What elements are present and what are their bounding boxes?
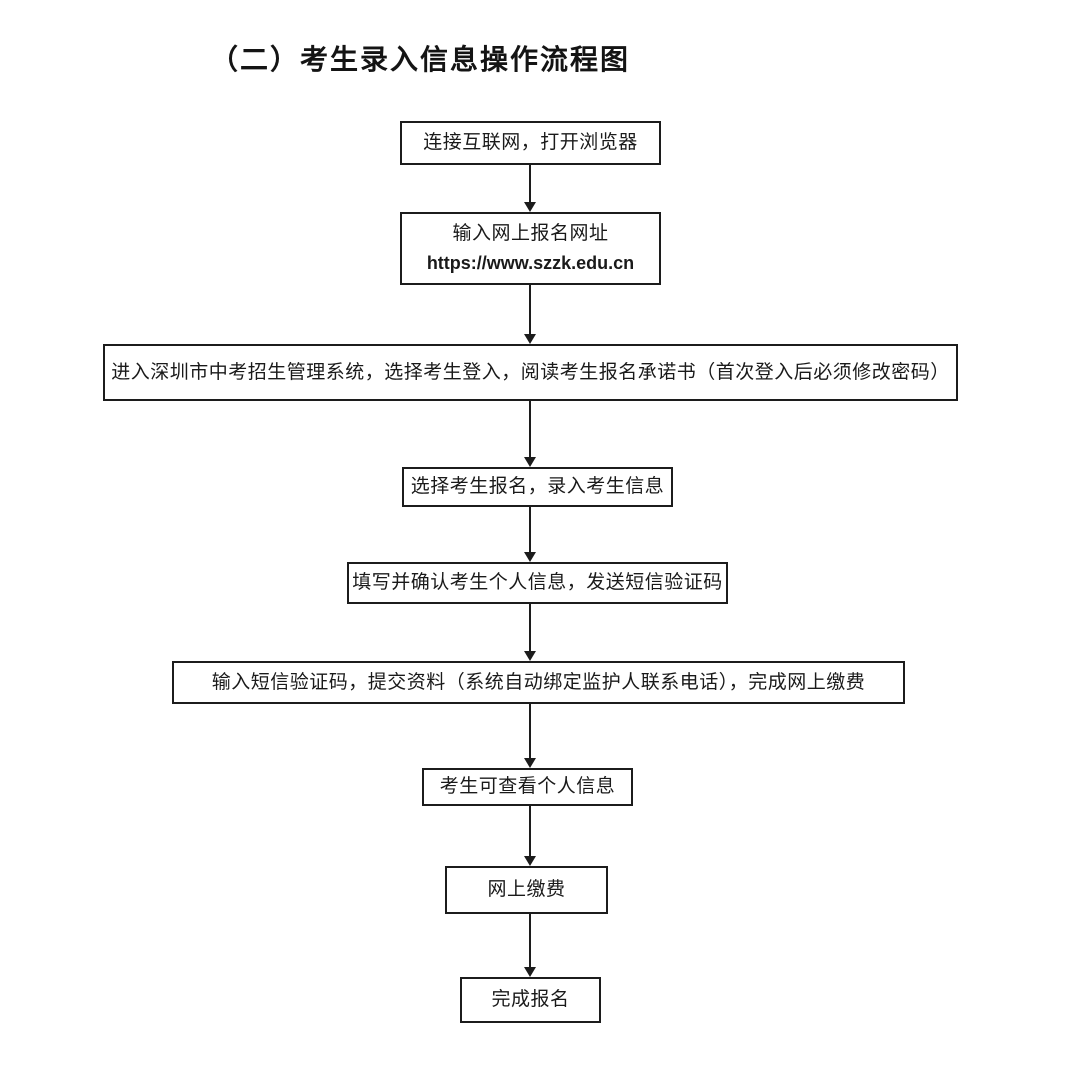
flow-node-confirm-info: 填写并确认考生个人信息，发送短信验证码 [347, 562, 728, 604]
flow-node-label: 连接互联网，打开浏览器 [423, 132, 638, 154]
flow-node-view-info: 考生可查看个人信息 [422, 768, 633, 806]
flow-node-label: 完成报名 [491, 989, 570, 1011]
connector-n3-n4 [524, 401, 536, 467]
flow-node-label: 网上缴费 [487, 879, 566, 901]
connector-n1-n2 [524, 165, 536, 212]
flow-node-online-payment: 网上缴费 [445, 866, 608, 914]
flow-node-enter-url: 输入网上报名网址 https://www.szzk.edu.cn [400, 212, 661, 285]
connector-n6-n7 [524, 704, 536, 768]
flow-node-label: 输入短信验证码，提交资料（系统自动绑定监护人联系电话），完成网上缴费 [211, 671, 866, 693]
flow-node-label: 填写并确认考生个人信息，发送短信验证码 [352, 572, 723, 594]
page-title-text: （二）考生录入信息操作流程图 [209, 45, 630, 76]
flow-node-url: https://www.szzk.edu.cn [426, 253, 635, 274]
page-title: （二）考生录入信息操作流程图 [0, 38, 1080, 78]
flow-node-select-registration: 选择考生报名，录入考生信息 [402, 467, 673, 507]
connector-n7-n8 [524, 806, 536, 866]
flow-node-submit-payment: 输入短信验证码，提交资料（系统自动绑定监护人联系电话），完成网上缴费 [172, 661, 905, 704]
flow-node-enter-system: 进入深圳市中考招生管理系统，选择考生登入，阅读考生报名承诺书（首次登入后必须修改… [103, 344, 958, 401]
flow-node-label: 选择考生报名，录入考生信息 [410, 476, 665, 498]
connector-n4-n5 [524, 507, 536, 562]
flow-node-label: 考生可查看个人信息 [439, 776, 616, 798]
flow-node-finish-registration: 完成报名 [460, 977, 601, 1023]
flow-node-connect-internet: 连接互联网，打开浏览器 [400, 121, 661, 165]
flow-node-label: 输入网上报名网址 [452, 223, 609, 245]
connector-n2-n3 [524, 285, 536, 344]
flow-node-label: 进入深圳市中考招生管理系统，选择考生登入，阅读考生报名承诺书（首次登入后必须修改… [111, 361, 950, 383]
connector-n8-n9 [524, 914, 536, 977]
connector-n5-n6 [524, 604, 536, 661]
